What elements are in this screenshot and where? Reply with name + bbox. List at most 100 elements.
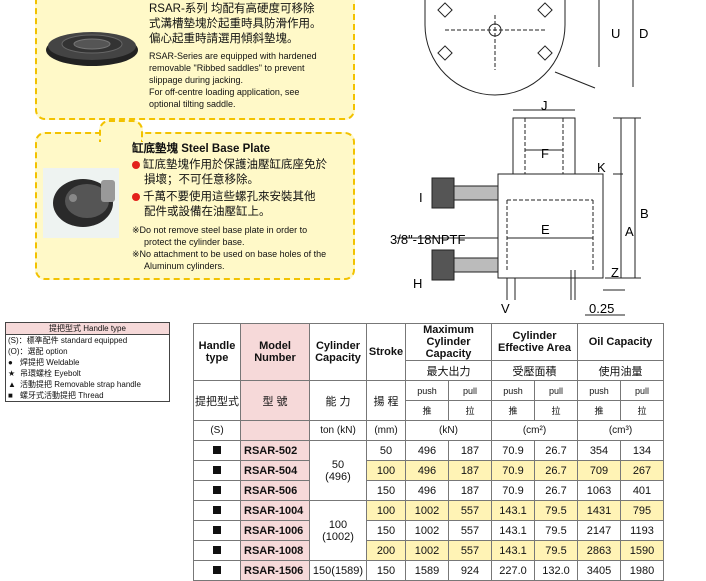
legend-item-eyebolt: ★吊環螺栓 Eyebolt	[8, 369, 81, 378]
spec-table: Handle type Model Number Cylinder Capaci…	[193, 323, 664, 581]
dim-u-label: U	[611, 26, 620, 41]
legend-item-weldable: ●焊提把 Weldable	[8, 358, 80, 367]
value-cell: 496	[405, 460, 449, 481]
model-cell: RSAR-504	[240, 460, 310, 481]
header-stroke: Stroke	[366, 323, 406, 381]
value-cell: 200	[366, 540, 406, 561]
model-cell: RSAR-1006	[240, 520, 310, 541]
unit-model	[240, 420, 310, 441]
handle-symbol	[193, 560, 241, 581]
red-bullet-icon	[132, 160, 140, 169]
card1-en1: RSAR-Series are equipped with hardened	[149, 51, 317, 61]
value-cell: 70.9	[491, 440, 535, 461]
value-cell: 1002	[405, 540, 449, 561]
capacity-cell: 150(1589)	[309, 560, 367, 581]
value-cell: 709	[577, 460, 621, 481]
legend-option: (O)：選配 option	[8, 347, 68, 356]
value-cell: 227.0	[491, 560, 535, 581]
value-cell: 267	[620, 460, 664, 481]
model-cell: RSAR-1008	[240, 540, 310, 561]
value-cell: 2147	[577, 520, 621, 541]
value-cell: 143.1	[491, 540, 535, 561]
card2-b2a: 千萬不要使用這些螺孔來安裝其他	[132, 190, 316, 205]
value-cell: 3405	[577, 560, 621, 581]
value-cell: 401	[620, 480, 664, 501]
ribbed-saddle-image	[46, 32, 138, 66]
header-handle-zh: 提把型式	[193, 380, 241, 421]
handle-symbol	[193, 440, 241, 461]
header-max-zh: 最大出力	[405, 360, 492, 381]
unit-handle: (S)	[193, 420, 241, 441]
value-cell: 143.1	[491, 520, 535, 541]
value-cell: 26.7	[534, 440, 578, 461]
pull-label: pull	[534, 380, 578, 401]
model-cell: RSAR-1506	[240, 560, 310, 581]
dim-h-label: H	[413, 276, 422, 291]
header-capacity: Cylinder Capacity	[309, 323, 367, 381]
value-cell: 150	[366, 480, 406, 501]
value-cell: 496	[405, 480, 449, 501]
value-cell: 924	[448, 560, 492, 581]
saddle-info-card: RSAR-系列 均配有高硬度可移除 式溝槽墊塊於起重時具防滑作用。 偏心起重時請…	[35, 0, 355, 120]
square-icon	[213, 505, 221, 514]
value-cell: 79.5	[534, 540, 578, 561]
cylinder-drawing: U D J F K I E B A 3/8"-18NPTF H Z	[390, 0, 649, 316]
push-zh: 推	[577, 400, 621, 421]
handle-symbol	[193, 520, 241, 541]
handle-symbol	[193, 460, 241, 481]
dim-v-label: V	[501, 301, 510, 316]
legend-item-strap: ▲活動提把 Removable strap handle	[8, 380, 141, 389]
legend-item-thread: ■螺牙式活動提把 Thread	[8, 391, 104, 400]
value-cell: 79.5	[534, 520, 578, 541]
pull-zh: 拉	[534, 400, 578, 421]
value-cell: 100	[366, 460, 406, 481]
base-plate-image	[43, 168, 119, 238]
value-cell: 496	[405, 440, 449, 461]
handle-type-legend: 提把型式 Handle type (S)：標準配件 standard equip…	[5, 322, 170, 402]
square-icon	[213, 485, 221, 494]
push-zh: 推	[491, 400, 535, 421]
card-tab	[99, 120, 143, 142]
card1-line2: 式溝槽墊塊於起重時具防滑作用。	[149, 18, 322, 30]
value-cell: 26.7	[534, 480, 578, 501]
unit-stroke: (mm)	[366, 420, 406, 441]
legend-title: 提把型式 Handle type	[6, 323, 169, 335]
header-max-capacity: Maximum Cylinder Capacity	[405, 323, 492, 361]
card1-en2: removable "Ribbed saddles" to prevent	[149, 63, 305, 73]
value-cell: 187	[448, 480, 492, 501]
pull-label: pull	[620, 380, 664, 401]
push-label: push	[577, 380, 621, 401]
capacity-cell: 100(1002)	[309, 500, 367, 561]
dim-a-label: A	[625, 224, 634, 239]
thread-label: 3/8"-18NPTF	[390, 232, 465, 247]
value-cell: 1431	[577, 500, 621, 521]
value-cell: 557	[448, 520, 492, 541]
unit-cm2: (cm²)	[491, 420, 578, 441]
value-cell: 79.5	[534, 500, 578, 521]
capacity-cell: 50(496)	[309, 440, 367, 501]
pull-label: pull	[448, 380, 492, 401]
dim-z-label: Z	[611, 265, 619, 280]
header-area-zh: 受壓面積	[491, 360, 578, 381]
dim-k-label: K	[597, 160, 606, 175]
header-area: Cylinder Effective Area	[491, 323, 578, 361]
square-icon	[213, 525, 221, 534]
star-icon: ★	[8, 369, 16, 378]
card2-n2b: Aluminum cylinders.	[144, 261, 225, 271]
header-handle: Handle type	[193, 323, 241, 381]
card2-b1b: 損壞；不可任意移除。	[144, 174, 259, 186]
value-cell: 150	[366, 520, 406, 541]
square-icon	[213, 445, 221, 454]
value-cell: 1002	[405, 520, 449, 541]
header-stroke-zh: 揚 程	[366, 380, 406, 421]
header-model: Model Number	[240, 323, 310, 381]
square-icon: ■	[8, 391, 13, 400]
dim-f-label: F	[541, 146, 549, 161]
value-cell: 1589	[405, 560, 449, 581]
